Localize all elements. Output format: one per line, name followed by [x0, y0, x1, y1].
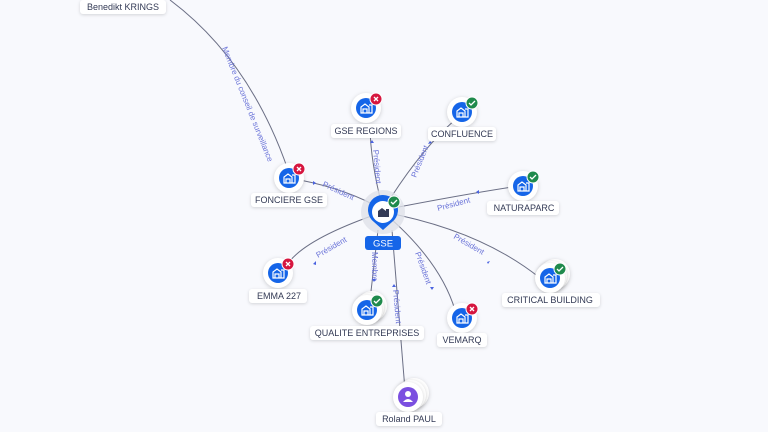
node-fonciere-gse[interactable]: FONCIERE GSE	[251, 162, 327, 207]
person-icon	[403, 391, 413, 402]
edge-label: Président	[436, 195, 472, 213]
edge-labels: Membre du conseil de surveillance Présid…	[220, 45, 490, 325]
center-label: GSE	[373, 239, 393, 250]
active-status-icon	[553, 262, 567, 276]
edge-label: Président	[391, 289, 403, 324]
edge-critical	[382, 211, 541, 279]
node-benedikt-krings[interactable]: Benedikt KRINGS	[80, 0, 166, 14]
edge-krings-fonciere	[169, 0, 289, 171]
node-label: Benedikt KRINGS	[87, 2, 159, 12]
node-qualite-entreprises[interactable]: QUALITE ENTREPRISES	[310, 291, 424, 340]
active-status-icon	[387, 195, 401, 209]
node-label: Roland PAUL	[382, 414, 436, 424]
inactive-status-icon	[292, 162, 306, 176]
node-vemarq[interactable]: VEMARQ	[437, 302, 487, 347]
node-label: CONFLUENCE	[431, 129, 493, 139]
node-roland-paul[interactable]: Roland PAUL	[376, 378, 442, 426]
node-label: VEMARQ	[442, 335, 481, 345]
inactive-status-icon	[369, 92, 383, 106]
node-label: FONCIERE GSE	[255, 195, 323, 205]
edge-label: Président	[410, 143, 431, 178]
node-emma-227[interactable]: EMMA 227	[249, 257, 307, 303]
node-confluence[interactable]: CONFLUENCE	[428, 96, 496, 141]
edge-label-supervisory: Membre du conseil de surveillance	[220, 45, 275, 163]
node-label: QUALITE ENTREPRISES	[315, 328, 420, 338]
building-icon	[378, 208, 389, 217]
node-critical-building[interactable]: CRITICAL BUILDING	[502, 259, 600, 307]
active-status-icon	[370, 294, 384, 308]
edge-roland	[391, 229, 406, 391]
active-status-icon	[526, 170, 540, 184]
node-gse-center[interactable]: GSE	[361, 190, 405, 250]
node-gse-regions[interactable]: GSE REGIONS	[331, 92, 401, 138]
node-naturaparc[interactable]: NATURAPARC	[487, 170, 559, 215]
edge-label: Président	[452, 232, 486, 257]
inactive-status-icon	[465, 302, 479, 316]
edge-label: Président	[371, 149, 383, 184]
edge-label: Membre	[370, 252, 379, 282]
active-status-icon	[465, 96, 479, 110]
inactive-status-icon	[281, 257, 295, 271]
node-label: CRITICAL BUILDING	[507, 295, 593, 305]
node-label: NATURAPARC	[494, 203, 555, 213]
node-label: GSE REGIONS	[334, 126, 397, 136]
edge-label: Président	[413, 251, 433, 287]
node-label: EMMA 227	[257, 291, 301, 301]
